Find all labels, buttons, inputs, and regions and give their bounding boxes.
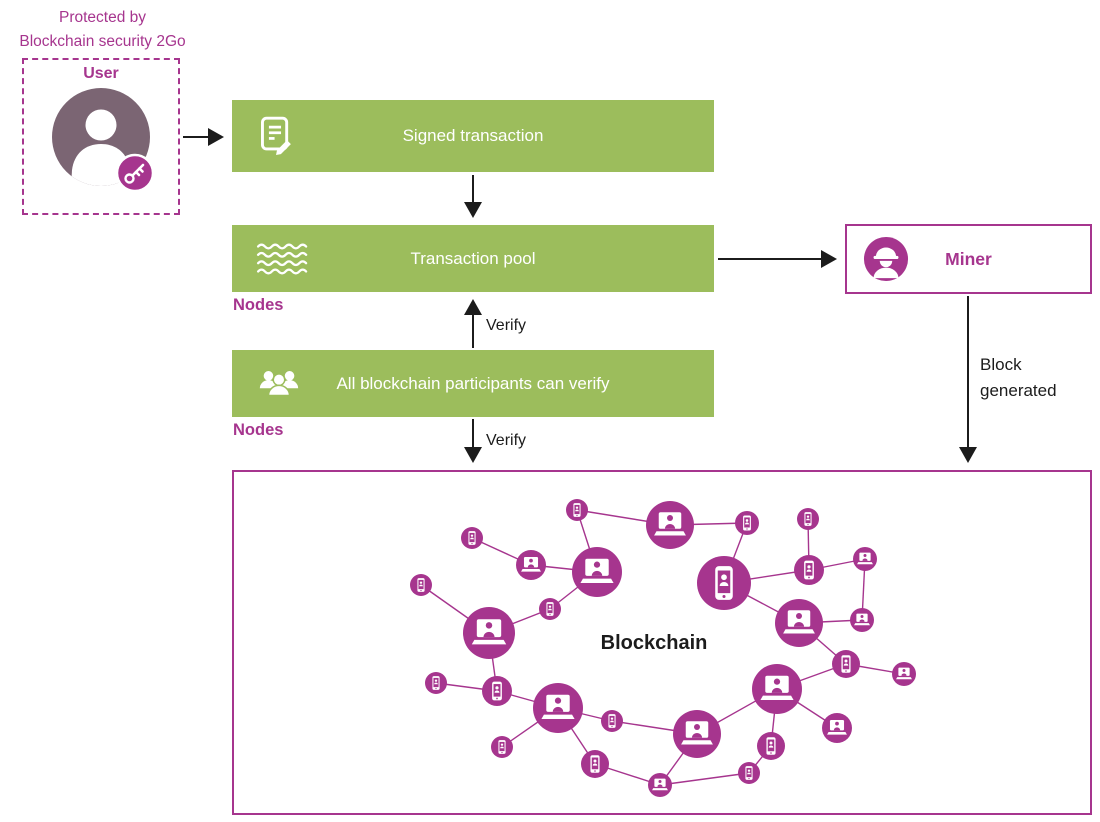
avatar [51, 87, 155, 193]
laptop-icon [681, 721, 713, 745]
protected-caption: Protected by Blockchain security 2Go [0, 6, 205, 54]
laptop-icon [580, 558, 614, 583]
network-node [673, 710, 721, 758]
protected-caption-line2: Blockchain security 2Go [19, 33, 186, 51]
network-node [566, 499, 588, 521]
people-group-icon [256, 365, 302, 402]
phone-icon [417, 578, 425, 592]
miner-label: Miner [945, 248, 992, 269]
network-node [752, 664, 802, 714]
network-node [572, 547, 622, 597]
network-node [822, 713, 852, 743]
participants-box: All blockchain participants can verify [232, 350, 714, 417]
blockchain-box: Blockchain [232, 470, 1092, 815]
network-node [533, 683, 583, 733]
signed-transaction-box: Signed transaction [232, 100, 714, 172]
transaction-pool-label: Transaction pool [410, 248, 536, 268]
network-node [797, 508, 819, 530]
laptop-icon [521, 557, 541, 572]
network-node [491, 736, 513, 758]
phone-icon [573, 503, 581, 517]
key-icon [115, 153, 155, 193]
phone-icon [432, 676, 440, 690]
phone-icon [492, 681, 502, 701]
laptop-icon [471, 619, 507, 645]
network-edge [659, 772, 750, 786]
laptop-icon [827, 720, 847, 735]
phone-icon [804, 512, 812, 526]
blockchain-label: Blockchain [600, 632, 708, 654]
network-node [738, 762, 760, 784]
laptop-icon [854, 613, 870, 626]
network-node [794, 555, 824, 585]
phone-icon [743, 515, 751, 531]
protected-caption-line1: Protected by [58, 9, 147, 26]
user-box-title: User [83, 65, 119, 82]
network-node [539, 598, 561, 620]
transaction-pool-box: Transaction pool [232, 225, 714, 292]
nodes-caption-participants: Nodes [233, 421, 284, 439]
waves-icon [256, 242, 308, 276]
phone-icon [468, 531, 476, 545]
phone-icon [745, 766, 753, 780]
network-node [853, 547, 877, 571]
phone-icon [546, 602, 554, 616]
phone-icon [590, 755, 600, 773]
verify-down-label: Verify [486, 432, 527, 449]
laptop-icon [652, 778, 668, 791]
network-node [516, 550, 546, 580]
network-node [461, 527, 483, 549]
signed-transaction-label: Signed transaction [402, 126, 544, 145]
network-svg [410, 499, 916, 797]
phone-icon [841, 655, 851, 673]
network-node [410, 574, 432, 596]
document-pencil-icon [256, 115, 298, 157]
phone-icon [498, 740, 506, 754]
phone-icon [804, 560, 814, 580]
laptop-icon [760, 675, 794, 700]
participants-label: All blockchain participants can verify [336, 373, 610, 393]
laptop-icon [857, 552, 873, 565]
laptop-icon [783, 610, 815, 634]
network-node [757, 732, 785, 760]
network-node [601, 710, 623, 732]
network-node [697, 556, 751, 610]
network-node [648, 773, 672, 797]
network-node [646, 501, 694, 549]
network-node [832, 650, 860, 678]
phone-icon [766, 737, 776, 755]
network-node [425, 672, 447, 694]
network-node [850, 608, 874, 632]
verify-up-label: Verify [486, 317, 527, 334]
laptop-icon [654, 512, 686, 536]
network-node [892, 662, 916, 686]
network-node [775, 599, 823, 647]
miner-icon [863, 236, 909, 282]
network-node [463, 607, 515, 659]
network-node [482, 676, 512, 706]
block-generated-label: Block generated [980, 355, 1057, 400]
phone-icon [715, 566, 733, 600]
laptop-icon [541, 694, 575, 719]
network-node [581, 750, 609, 778]
user-box: User [22, 58, 180, 215]
miner-box: Miner [845, 224, 1092, 294]
network-node [735, 511, 759, 535]
laptop-icon [896, 667, 912, 680]
phone-icon [608, 714, 616, 728]
nodes-caption-pool: Nodes [233, 296, 284, 314]
